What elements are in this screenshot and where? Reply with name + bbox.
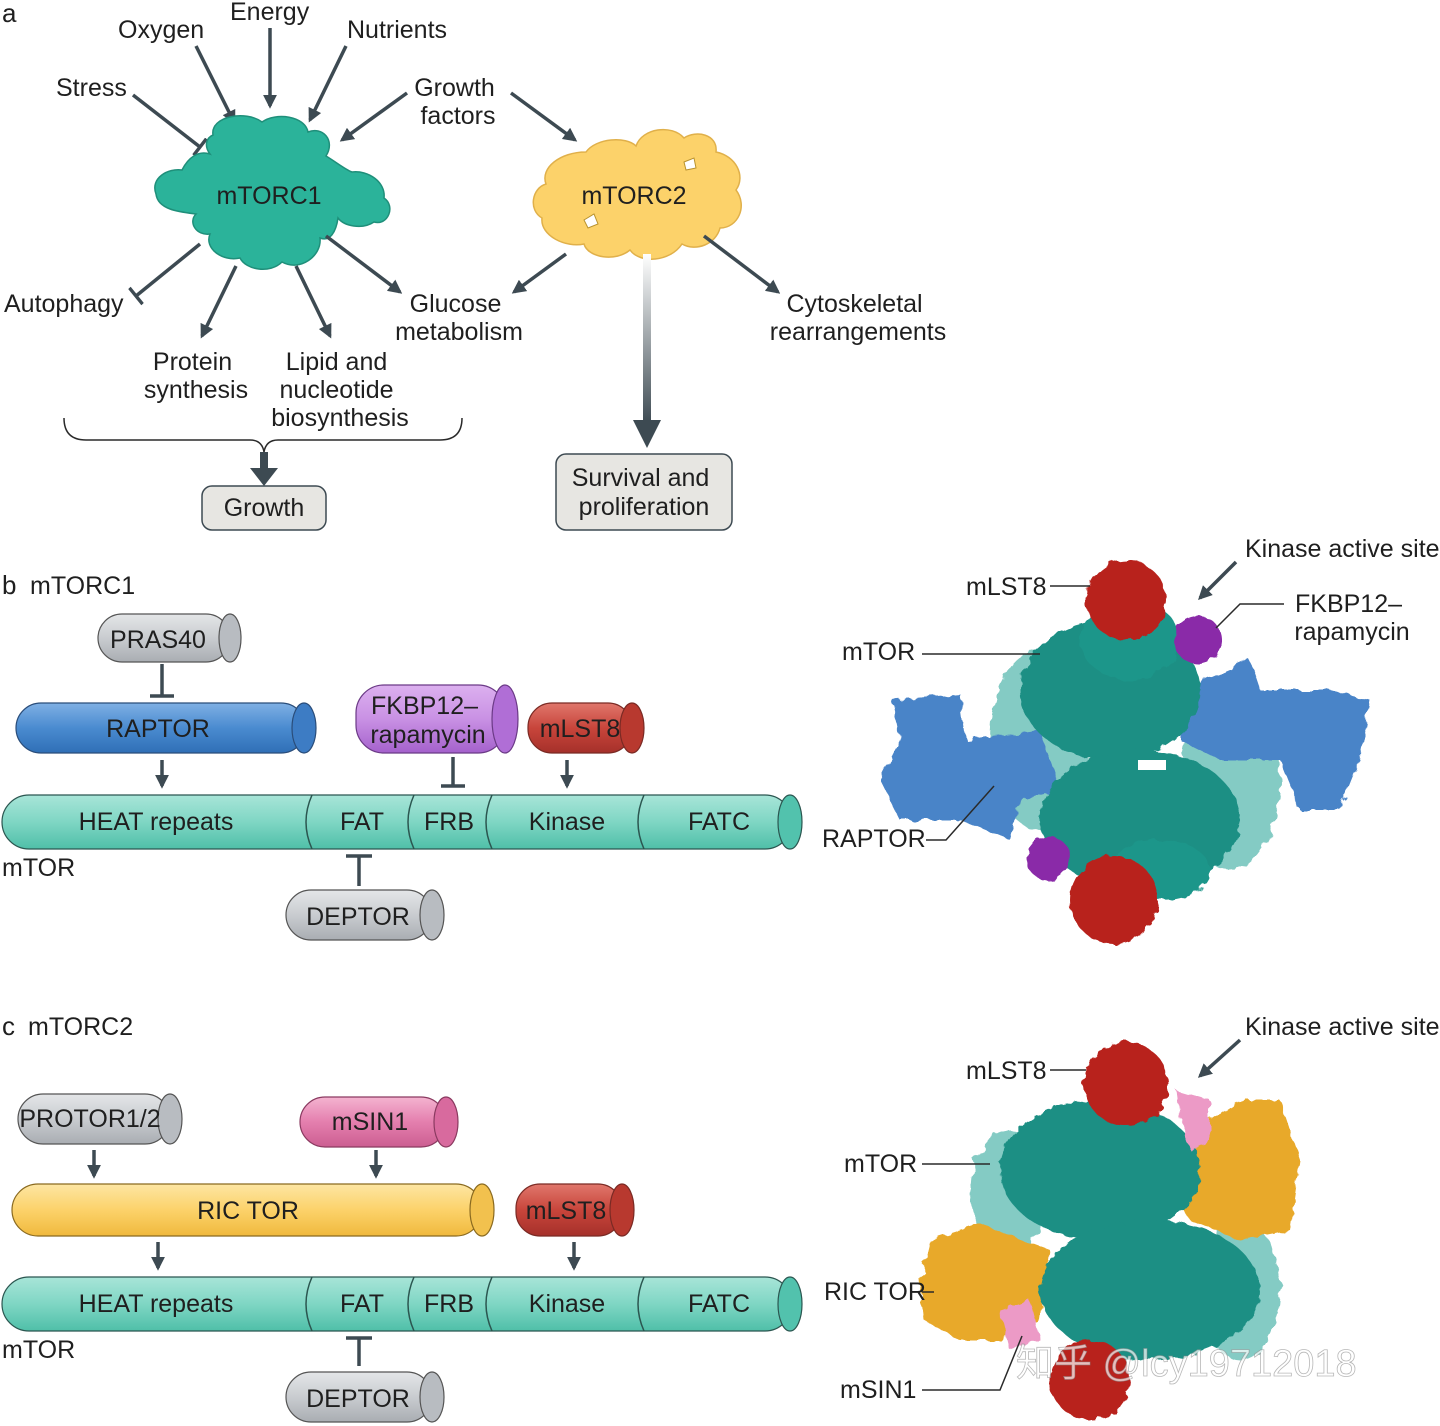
mtor-seg-frb-b: FRB [424,808,474,836]
struct-b-raptor-leader [926,785,995,841]
oxygen-arrow [194,45,236,125]
mtor-seg-heat-c: HEAT repeats [79,1290,234,1318]
glucose-from-mtorc1-arrow [324,234,403,294]
deptor-label-b: DEPTOR [306,903,410,931]
mlst8-cylinder-b: mLST8 [527,702,645,754]
struct-b-mtor-label: mTOR [842,638,915,666]
raptor-label: RAPTOR [106,715,210,743]
mtor-bar-c: HEAT repeats FAT FRB Kinase FATC [1,1276,803,1332]
mtorc1-complex: mTORC1 [154,115,391,270]
autophagy-label: Autophagy [4,290,124,318]
struct-b-mlst8-label: mLST8 [966,573,1047,601]
survival-arrow-head [633,420,661,448]
nutrients-arrow [308,45,348,123]
struct-b-kinase-site-arrow [1198,560,1238,600]
struct-c-msin1-label: mSIN1 [840,1376,916,1404]
mlst8-cylinder-c: mLST8 [515,1183,635,1237]
autophagy-inhibit-arrow [128,242,202,306]
mtor-seg-kinase-c: Kinase [529,1290,605,1318]
survival-box [555,453,733,531]
survival-box-label: Survival and proliferation [572,464,717,521]
panel-c: c mTORC2 PROTOR1/2 mSIN1 RIC TOR mLST8 [1,1011,1440,1423]
struct-b-kinase-site-label: Kinase active site [1245,535,1440,563]
protor-label: PROTOR1/2 [19,1105,160,1133]
panel-b-title: mTORC1 [30,572,135,600]
fkbp12-label: FKBP12– rapamycin [370,692,485,749]
panel-a-letter: a [2,0,17,28]
deptor-cylinder-b: DEPTOR [285,889,445,941]
panel-c-title: mTORC2 [28,1013,133,1041]
struct-c-kinase-site-arrow [1197,1038,1242,1078]
mtorc1-structure [880,560,1370,944]
growth-arrow-head [250,468,278,486]
struct-c-mtor-label: mTOR [844,1150,917,1178]
mtor-seg-fatc-c: FATC [688,1290,750,1318]
glucose-from-mtorc2-arrow [511,252,568,294]
rictor-label: RIC TOR [197,1197,299,1225]
mlst8-label-c: mLST8 [526,1197,607,1225]
fkbp12-cylinder: FKBP12– rapamycin [355,684,519,754]
stress-inhibit-arrow [131,93,208,157]
struct-b-fkbp12-label: FKBP12– rapamycin [1294,590,1409,646]
mtor-seg-frb-c: FRB [424,1290,474,1318]
mtor-seg-kinase-b: Kinase [529,808,605,836]
oxygen-label: Oxygen [118,16,204,44]
mtorc2-notch-1 [583,213,599,229]
struct-c-rictor-label: RIC TOR [824,1278,926,1306]
msin1-label: mSIN1 [332,1108,408,1136]
survival-arrow-shaft [643,254,651,424]
growth-factors-to-mtorc2-arrow [509,91,578,142]
growth-box [201,485,327,531]
protor-cylinder: PROTOR1/2 [17,1093,183,1145]
deptor-label-c: DEPTOR [306,1385,410,1413]
mtorc2-label: mTORC2 [581,182,686,210]
watermark: 知乎 @lcy19712018 [1016,1343,1357,1385]
growth-factors-to-mtorc1-arrow [339,91,409,142]
lipid-biosynthesis-label: Lipid and nucleotide biosynthesis [271,348,409,432]
mtor-seg-fat-b: FAT [340,808,384,836]
rictor-cylinder: RIC TOR [11,1183,495,1237]
msin1-cylinder: mSIN1 [299,1096,459,1148]
mtorc1-blob [154,115,391,270]
protein-synthesis-arrow [200,265,238,339]
mtorc2-complex: mTORC2 [532,128,742,260]
pras40-label: PRAS40 [110,626,206,654]
stress-label: Stress [56,74,127,102]
raptor-cylinder: RAPTOR [15,702,317,754]
panel-a: a Stress Oxygen Energy Nutrients Growth … [2,0,946,531]
struct-c-kinase-site-label: Kinase active site [1245,1013,1440,1041]
mtorc2-structure [920,1042,1300,1420]
lipid-arrow [294,265,332,339]
growth-box-label: Growth [224,494,305,522]
cytoskeletal-label: Cytoskeletal rearrangements [770,290,946,346]
growth-arrow-shaft [260,452,268,472]
struct-c-mlst8-label: mLST8 [966,1057,1047,1085]
panel-b-letter: b [2,570,16,600]
glucose-metabolism-label: Glucose metabolism [395,290,523,346]
energy-label: Energy [230,0,310,26]
mlst8-label-b: mLST8 [540,715,621,743]
growth-factors-label: Growth factors [414,74,502,130]
mtor-bar-b: HEAT repeats FAT FRB Kinase FATC [1,794,803,850]
mtor-label-b: mTOR [2,854,75,882]
mtorc2-notch-2 [683,157,697,171]
mtor-seg-fatc-b: FATC [688,808,750,836]
nutrients-label: Nutrients [347,16,447,44]
struct-c-msin1-leader [922,1335,1023,1391]
struct-b-fkbp12-leader [1215,603,1284,629]
cytoskeletal-arrow [702,234,781,294]
protein-synthesis-label: Protein synthesis [144,348,248,404]
deptor-cylinder-c: DEPTOR [285,1371,445,1423]
struct-b-raptor-label: RAPTOR [822,825,926,853]
panel-c-letter: c [2,1011,15,1041]
mtor-seg-heat-b: HEAT repeats [79,808,234,836]
mtorc1-label: mTORC1 [216,182,321,210]
panel-b: b mTORC1 PRAS40 RAPTOR FKBP12– rapamycin [1,535,1440,944]
mtor-label-c: mTOR [2,1336,75,1364]
pras40-cylinder: PRAS40 [97,613,242,663]
mtor-seg-fat-c: FAT [340,1290,384,1318]
